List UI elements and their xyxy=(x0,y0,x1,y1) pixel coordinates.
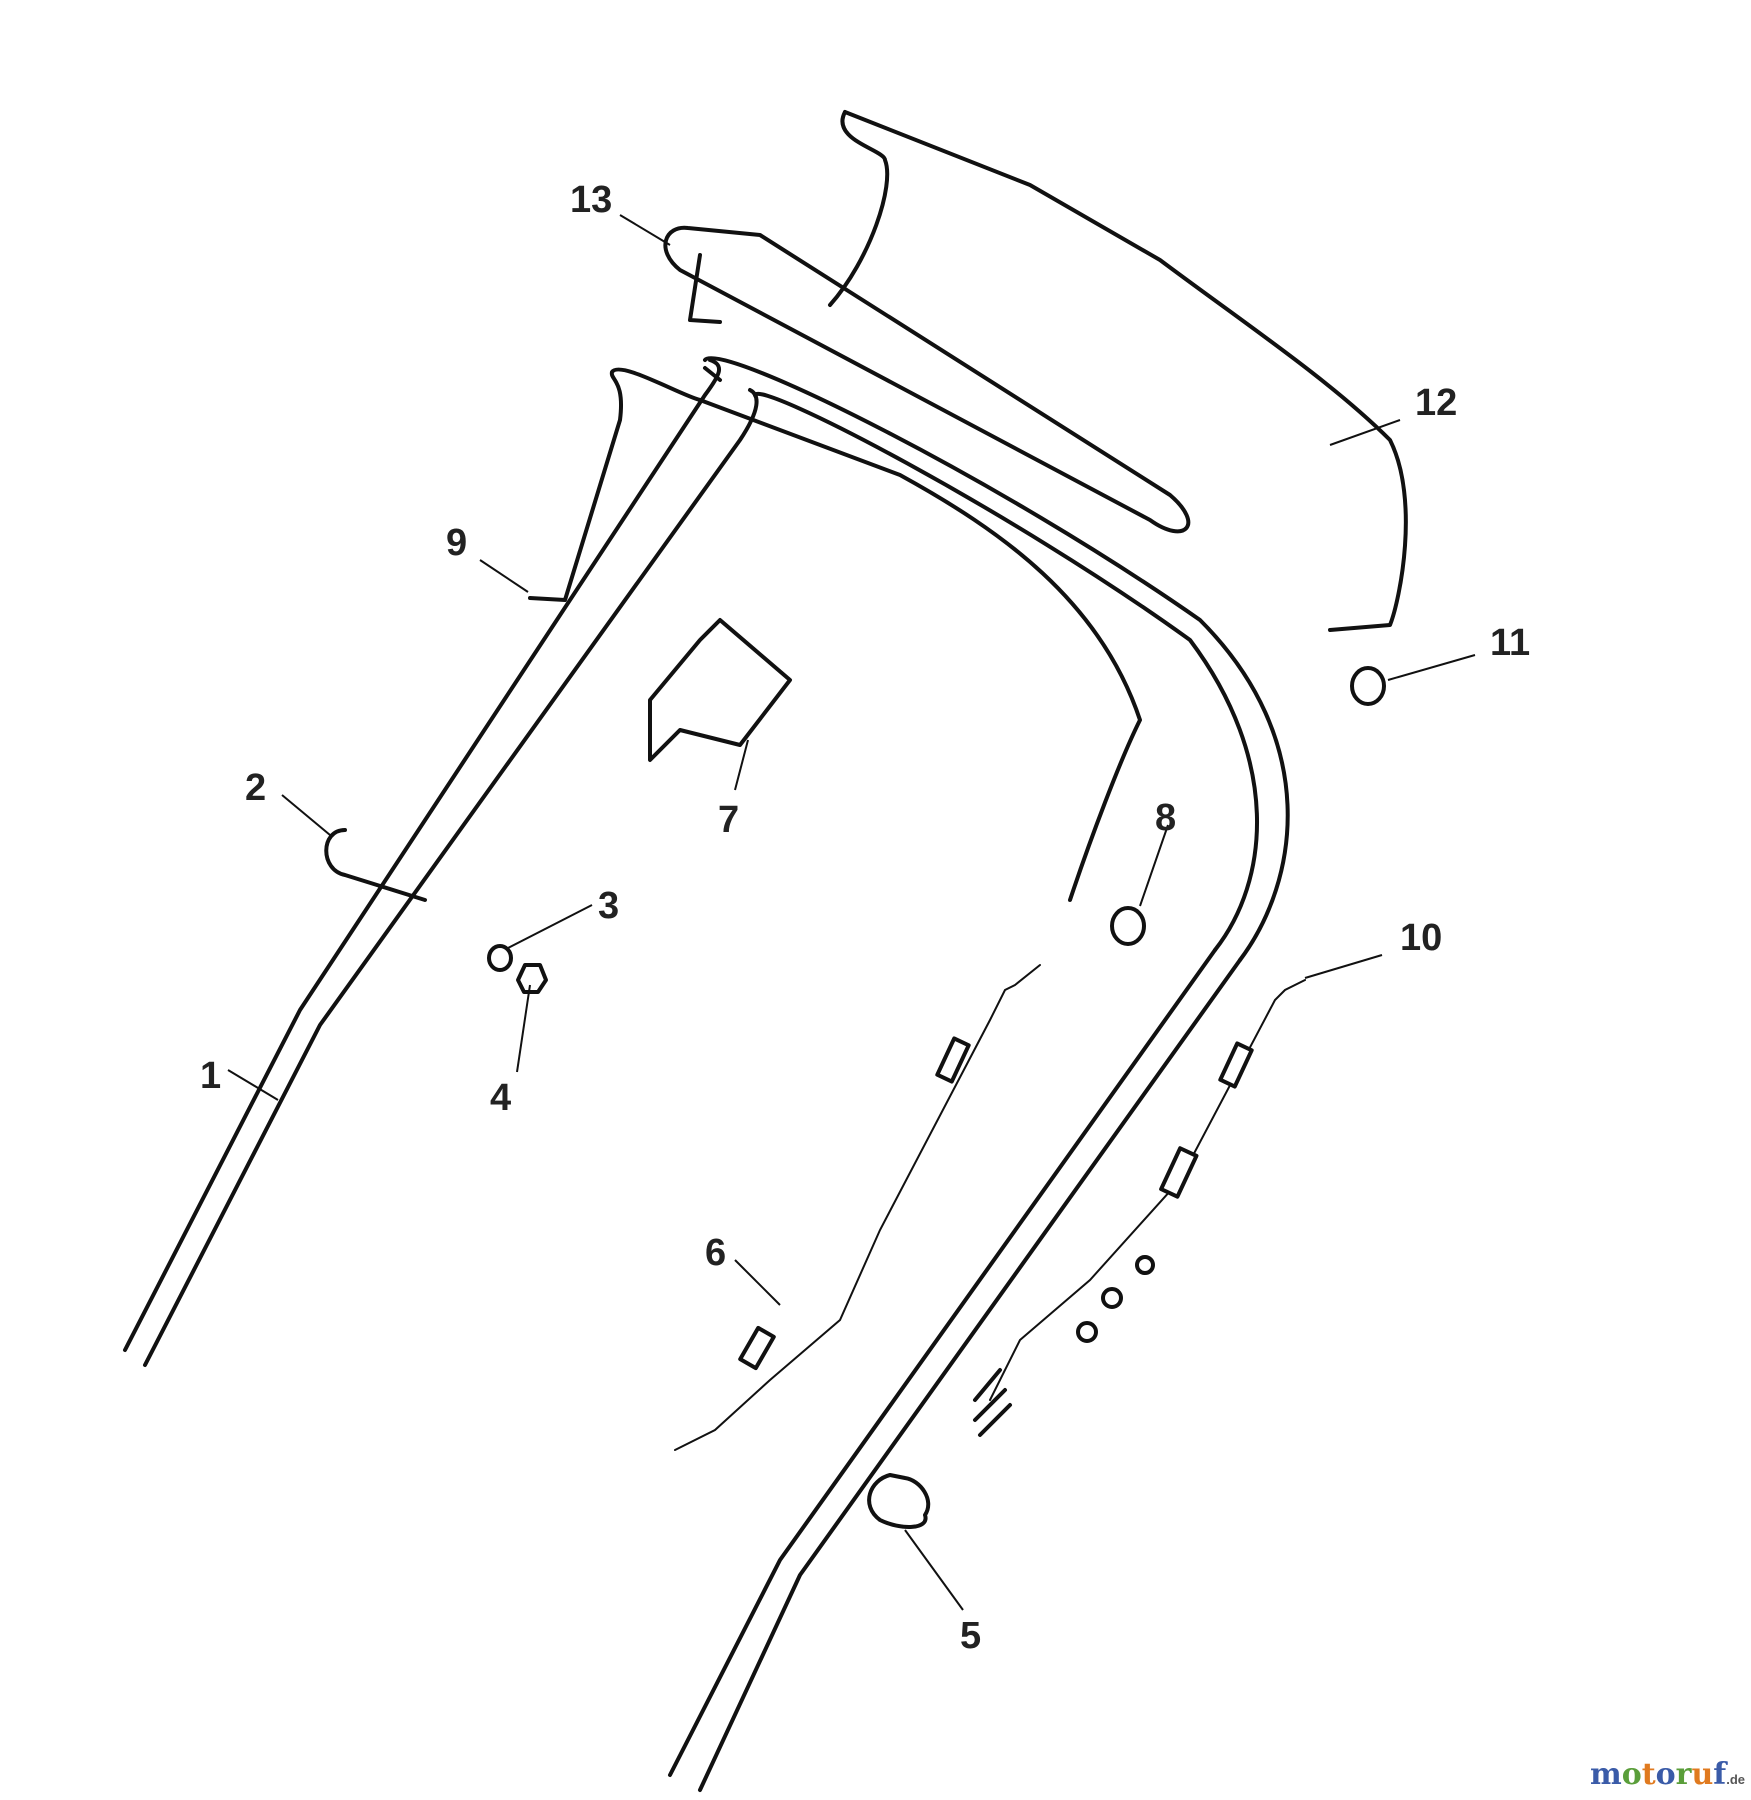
wm-t: t xyxy=(1641,1757,1656,1792)
watermark-logo: motoruf.de xyxy=(1590,1757,1745,1792)
wm-m: m xyxy=(1590,1757,1622,1792)
label-2: 2 xyxy=(245,767,266,809)
label-13: 13 xyxy=(570,179,612,221)
main-handle-1 xyxy=(123,356,1290,1792)
label-6: 6 xyxy=(705,1232,726,1274)
label-9: 9 xyxy=(446,522,467,564)
drive-bail-bar-12 xyxy=(828,110,1408,632)
hook-bolt-2 xyxy=(324,828,427,902)
brake-bail-9 xyxy=(528,367,1142,902)
label-4: 4 xyxy=(490,1077,511,1119)
nut-4 xyxy=(516,963,548,994)
wm-u: u xyxy=(1691,1757,1714,1792)
label-1: 1 xyxy=(200,1055,221,1097)
label-11: 11 xyxy=(1490,622,1530,664)
wm-f: f xyxy=(1713,1757,1727,1792)
label-5: 5 xyxy=(960,1615,981,1657)
label-12: 12 xyxy=(1415,382,1457,424)
cable-guide-7 xyxy=(648,618,792,762)
bushing-11 xyxy=(1350,666,1386,706)
wm-o1: o xyxy=(1621,1757,1642,1792)
label-3: 3 xyxy=(598,885,619,927)
label-8: 8 xyxy=(1155,797,1176,839)
upper-handle-bar-13 xyxy=(663,225,1191,534)
leader-lines xyxy=(227,214,1476,1611)
wm-o2: o xyxy=(1655,1757,1676,1792)
washer-3 xyxy=(487,944,513,972)
brake-cable-10 xyxy=(973,979,1306,1437)
cable-clip-5 xyxy=(867,1473,931,1529)
drive-cable-6 xyxy=(674,964,1041,1451)
part-labels: 1 2 3 4 5 6 7 8 9 10 11 12 13 xyxy=(200,179,1530,1657)
wm-tld: .de xyxy=(1726,1772,1745,1787)
label-7: 7 xyxy=(718,799,739,841)
bushing-8 xyxy=(1110,906,1146,946)
label-10: 10 xyxy=(1400,917,1442,959)
wm-r: r xyxy=(1675,1757,1692,1792)
